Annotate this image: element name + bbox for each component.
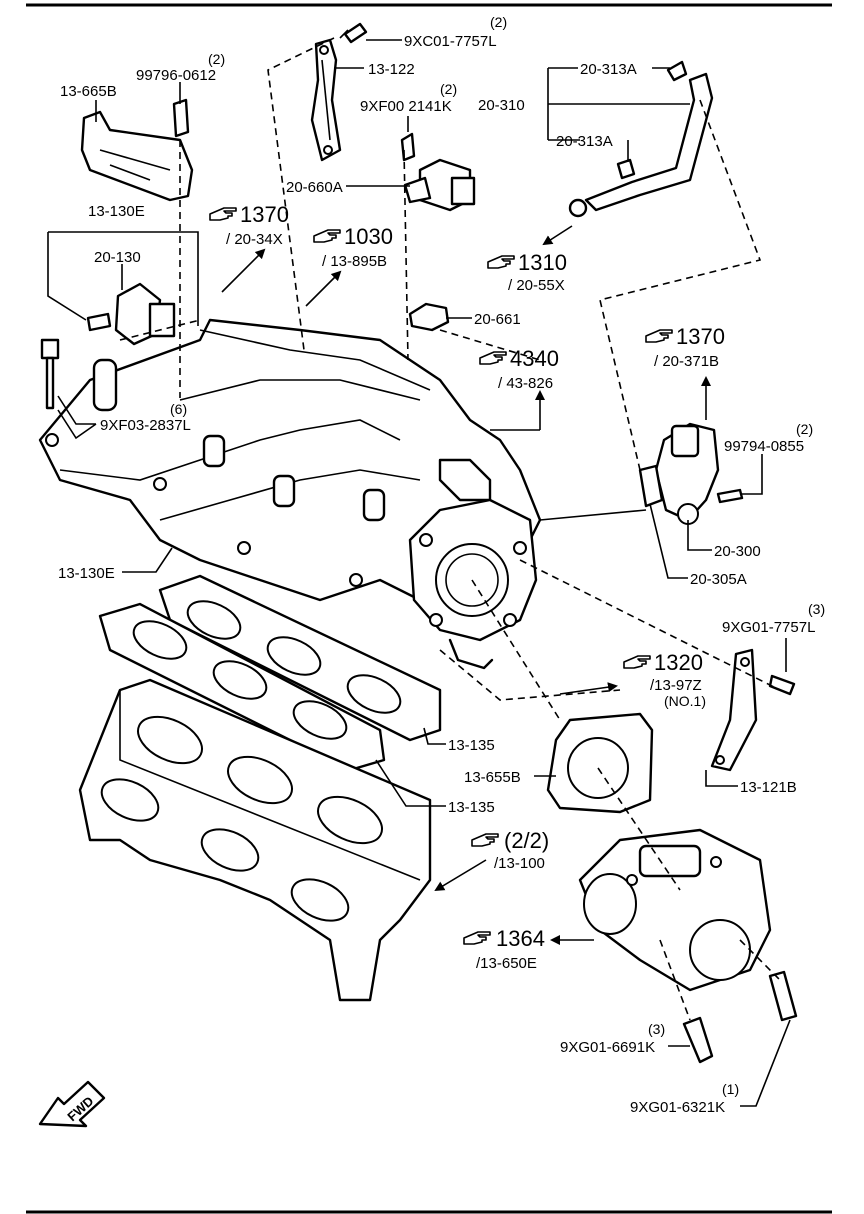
label-p12: 20-661: [474, 311, 521, 328]
qty-p18: (3): [808, 601, 825, 617]
pointing-hand-icon: [623, 655, 651, 669]
label-p18: 9XG01-7757L: [722, 619, 815, 636]
label-p24: 9XG01-6321K: [630, 1099, 725, 1116]
gasket-13-655b: [546, 712, 654, 814]
ref-sub: / 20-371B: [654, 353, 719, 370]
label-p5: 13-665B: [60, 83, 117, 100]
label-p11: 20-313A: [556, 133, 613, 150]
ref-note: (NO.1): [664, 693, 706, 709]
label-p17: 13-130E: [58, 565, 115, 582]
ref-r6: 1320 /13-97Z (NO.1): [623, 650, 706, 709]
ref-number: (2/2): [504, 828, 549, 853]
bracket-13-121b: [710, 648, 758, 772]
ref-sub: / 20-34X: [226, 231, 283, 248]
label-p9: 20-313A: [580, 61, 637, 78]
sensor-20-660a: [400, 132, 476, 212]
pointing-hand-icon: [645, 329, 673, 343]
qty-p14: (2): [796, 421, 813, 437]
qty-p23: (3): [648, 1021, 665, 1037]
ref-r4: 1370 / 20-371B: [645, 324, 725, 370]
label-p1: 9XC01-7757L: [404, 33, 497, 50]
ref-number: 4340: [510, 346, 559, 371]
qty-p6: (2): [208, 51, 225, 67]
label-p22: 13-121B: [740, 779, 797, 796]
label-p14: 99794-0855: [724, 438, 804, 455]
sensor-20-130: [86, 282, 176, 346]
bracket-13-122: [310, 38, 342, 162]
label-p8: 20-130: [94, 249, 141, 266]
bolt-9xg01-6321k: [768, 970, 798, 1022]
intake-manifold-13-130e: [38, 318, 542, 602]
part-labels: (2) 9XC01-7757L 13-122 (2) 9XF00 2141K 2…: [58, 14, 825, 1116]
label-p20: 13-135: [448, 799, 495, 816]
bolt-9xc01-7757l: [339, 22, 368, 44]
ref-sub: / 43-826: [498, 375, 553, 392]
throttle-body-13-650e: [578, 828, 772, 992]
leader-lines: [47, 39, 791, 1107]
pointing-hand-icon: [479, 351, 507, 365]
gasket-20-661: [408, 302, 450, 332]
pointing-hand-icon: [487, 255, 515, 269]
label-p10: 20-310: [478, 97, 525, 114]
ref-number: 1370: [240, 202, 289, 227]
egr-valve-20-300: [638, 422, 720, 525]
bolt-9xf03-2837l: [40, 338, 60, 410]
qty-p24: (1): [722, 1081, 739, 1097]
qty-p1: (2): [490, 14, 507, 30]
alignment-lines: [119, 37, 781, 1021]
ref-number: 1320: [654, 650, 703, 675]
ref-r1: 1370 / 20-34X: [209, 202, 289, 248]
label-p7: 13-130E: [88, 203, 145, 220]
ref-r3: 1310 / 20-55X: [487, 250, 567, 294]
label-p23: 9XG01-6691K: [560, 1039, 655, 1056]
ref-sub: /13-97Z: [650, 677, 702, 694]
bracket-13-665b: [80, 98, 194, 202]
bolt-99794-0855: [716, 488, 744, 504]
ref-number: 1310: [518, 250, 567, 275]
ref-sub: / 13-895B: [322, 253, 387, 270]
ref-number: 1364: [496, 926, 545, 951]
reference-callouts: 1370 / 20-34X 1030 / 13-895B 1310 / 20-5…: [209, 202, 725, 972]
pipe-20-310: [568, 60, 714, 218]
qty-p13: (6): [170, 401, 187, 417]
ref-number: 1370: [676, 324, 725, 349]
label-p6: 99796-0612: [136, 67, 216, 84]
pointing-hand-icon: [209, 207, 237, 221]
label-p2: 13-122: [368, 61, 415, 78]
pointing-hand-icon: [471, 833, 499, 847]
ref-sub: / 20-55X: [508, 277, 565, 294]
ref-sub: /13-650E: [476, 955, 537, 972]
bolt-9xg01-7757l: [768, 674, 796, 696]
label-p19: 13-135: [448, 737, 495, 754]
pointing-hand-icon: [313, 229, 341, 243]
label-p13: 9XF03-2837L: [100, 417, 191, 434]
reference-arrows: [221, 225, 711, 945]
gasket-13-135-lower: [98, 602, 386, 772]
ref-r8: 1364 /13-650E: [463, 926, 545, 972]
lower-intake-manifold-13-100: [78, 678, 432, 1002]
bolt-9xg01-6691k: [682, 1016, 714, 1064]
ref-number: 1030: [344, 224, 393, 249]
label-p21: 13-655B: [464, 769, 521, 786]
label-p4: 20-660A: [286, 179, 343, 196]
qty-p3: (2): [440, 81, 457, 97]
ref-sub: /13-100: [494, 855, 545, 872]
forward-direction-arrow: FWD: [38, 1080, 106, 1128]
ref-r7: (2/2) /13-100: [471, 828, 549, 872]
label-p16: 20-305A: [690, 571, 747, 588]
label-p3: 9XF00 2141K: [360, 98, 452, 115]
label-p15: 20-300: [714, 543, 761, 560]
ref-r2: 1030 / 13-895B: [313, 224, 393, 270]
ref-r5: 4340 / 43-826: [479, 346, 559, 392]
throttle-body-flange: [408, 498, 538, 670]
pointing-hand-icon: [463, 931, 491, 945]
